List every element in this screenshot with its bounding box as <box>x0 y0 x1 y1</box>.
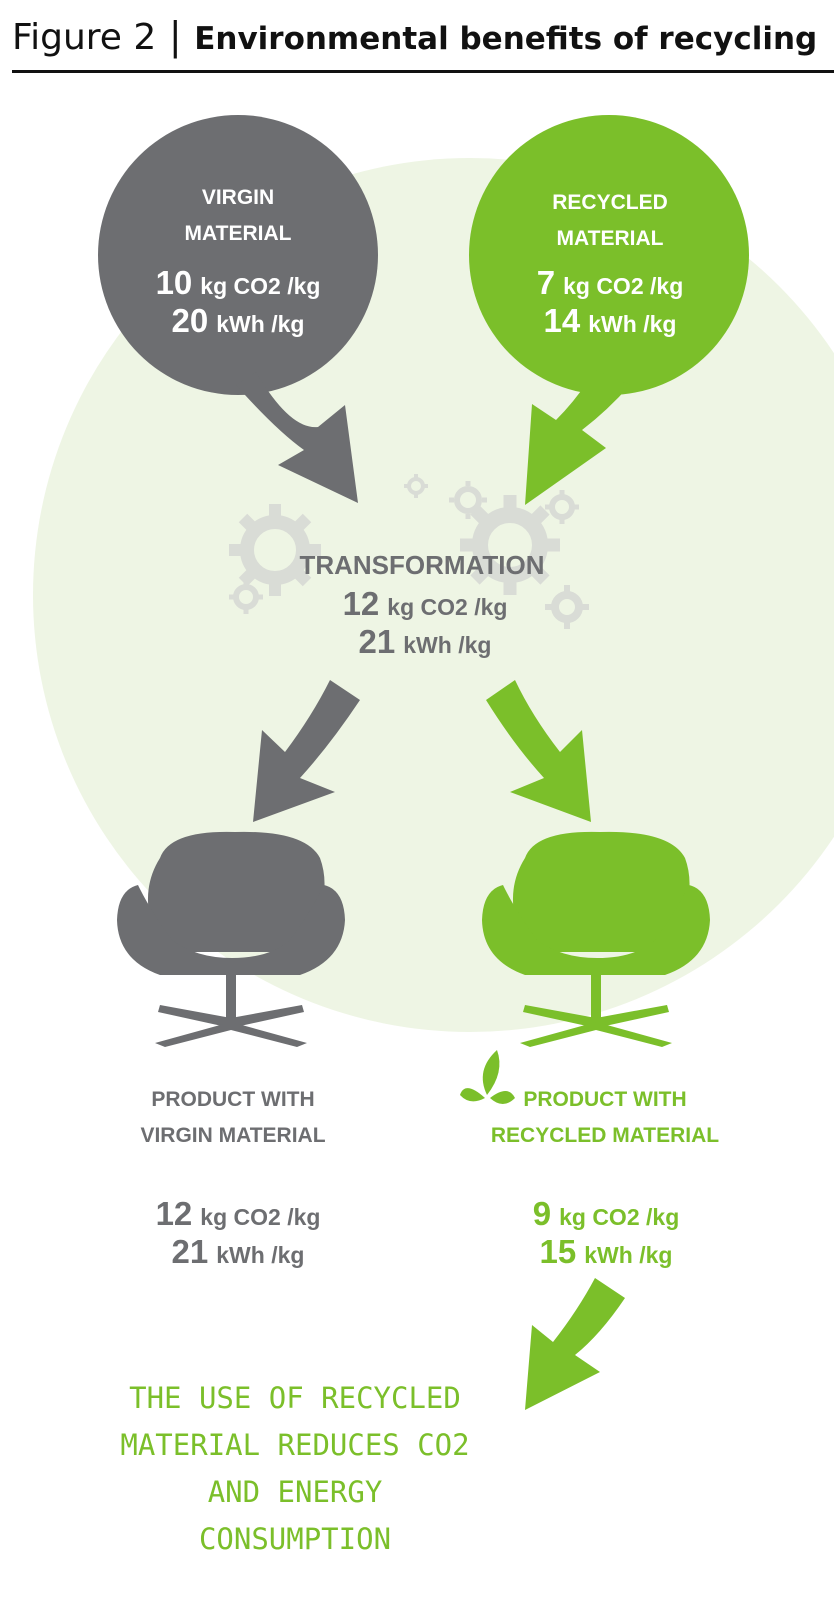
header-text: Figure 2 | Environmental benefits of rec… <box>12 12 817 63</box>
product-recycled-co2-unit: kg CO2 /kg <box>559 1204 680 1230</box>
virgin-label-line1: VIRGIN <box>201 186 275 209</box>
recycled-energy-unit: kWh /kg <box>588 311 677 337</box>
virgin-co2-unit: kg CO2 /kg <box>200 273 321 299</box>
transformation-energy-value: 21 <box>358 623 396 660</box>
arrow-icon <box>253 680 360 822</box>
product-virgin-line1: PRODUCT WITH <box>151 1088 315 1111</box>
product-virgin-co2-value: 12 <box>155 1195 193 1232</box>
product-recycled-line2: RECYCLED MATERIAL <box>490 1124 720 1147</box>
product-virgin-values: 12 kg CO2 /kg 21 kWh /kg <box>128 1195 348 1271</box>
product-virgin-energy-unit: kWh /kg <box>216 1242 305 1268</box>
figure-header: Figure 2 | Environmental benefits of rec… <box>0 0 834 76</box>
conclusion-text: THE USE OF RECYCLED MATERIAL REDUCES CO2… <box>60 1375 530 1563</box>
recycled-label-line2: MATERIAL <box>556 227 664 250</box>
recycled-material-circle <box>469 115 749 505</box>
conclusion-line4: CONSUMPTION <box>198 1522 392 1556</box>
product-recycled-co2-value: 9 <box>532 1195 552 1232</box>
product-virgin-energy-value: 21 <box>171 1233 209 1270</box>
transformation-label: TRANSFORMATION <box>299 550 545 580</box>
virgin-co2-value: 10 <box>155 264 193 301</box>
recycled-energy-value: 14 <box>543 302 581 339</box>
transformation-co2-value: 12 <box>342 585 380 622</box>
product-virgin-co2-unit: kg CO2 /kg <box>200 1204 321 1230</box>
recycled-material-values: 7 kg CO2 /kg 14 kWh /kg <box>500 264 720 340</box>
product-virgin-label: PRODUCT WITH VIRGIN MATERIAL <box>118 1082 348 1154</box>
product-recycled-energy-unit: kWh /kg <box>584 1242 673 1268</box>
transformation-co2-unit: kg CO2 /kg <box>387 594 508 620</box>
arrow-icon <box>525 1278 625 1410</box>
chair-icon <box>117 831 345 1047</box>
product-recycled-energy-value: 15 <box>539 1233 577 1270</box>
recycled-co2-unit: kg CO2 /kg <box>563 273 684 299</box>
virgin-material-values: 10 kg CO2 /kg 20 kWh /kg <box>128 264 348 340</box>
virgin-material-circle <box>98 115 378 503</box>
product-virgin-line2: VIRGIN MATERIAL <box>140 1124 326 1147</box>
virgin-material-label: VIRGIN MATERIAL <box>148 180 328 252</box>
virgin-energy-unit: kWh /kg <box>216 311 305 337</box>
figure-label: Figure 2 <box>12 17 157 58</box>
recycled-co2-value: 7 <box>536 264 556 301</box>
recycled-material-label: RECYCLED MATERIAL <box>510 185 710 257</box>
virgin-energy-value: 20 <box>171 302 209 339</box>
transformation-energy-unit: kWh /kg <box>403 632 492 658</box>
figure-title: Environmental benefits of recycling <box>194 21 818 57</box>
virgin-label-line2: MATERIAL <box>184 222 292 245</box>
leaf-icon <box>460 1050 515 1104</box>
transformation-values: 12 kg CO2 /kg 21 kWh /kg <box>310 585 540 661</box>
product-recycled-values: 9 kg CO2 /kg 15 kWh /kg <box>496 1195 716 1271</box>
arrow-icon <box>486 680 591 822</box>
product-recycled-label: PRODUCT WITH RECYCLED MATERIAL <box>480 1082 730 1154</box>
conclusion-line2: MATERIAL REDUCES CO2 <box>120 1428 470 1462</box>
header-separator: | <box>168 14 182 58</box>
gear-icon <box>229 474 589 629</box>
header-rule <box>12 70 834 73</box>
conclusion-line1: THE USE OF RECYCLED <box>129 1381 461 1415</box>
chair-icon <box>482 831 710 1047</box>
conclusion-line3: AND ENERGY <box>207 1475 383 1509</box>
recycled-label-line1: RECYCLED <box>552 191 668 214</box>
product-recycled-line1: PRODUCT WITH <box>523 1088 687 1111</box>
